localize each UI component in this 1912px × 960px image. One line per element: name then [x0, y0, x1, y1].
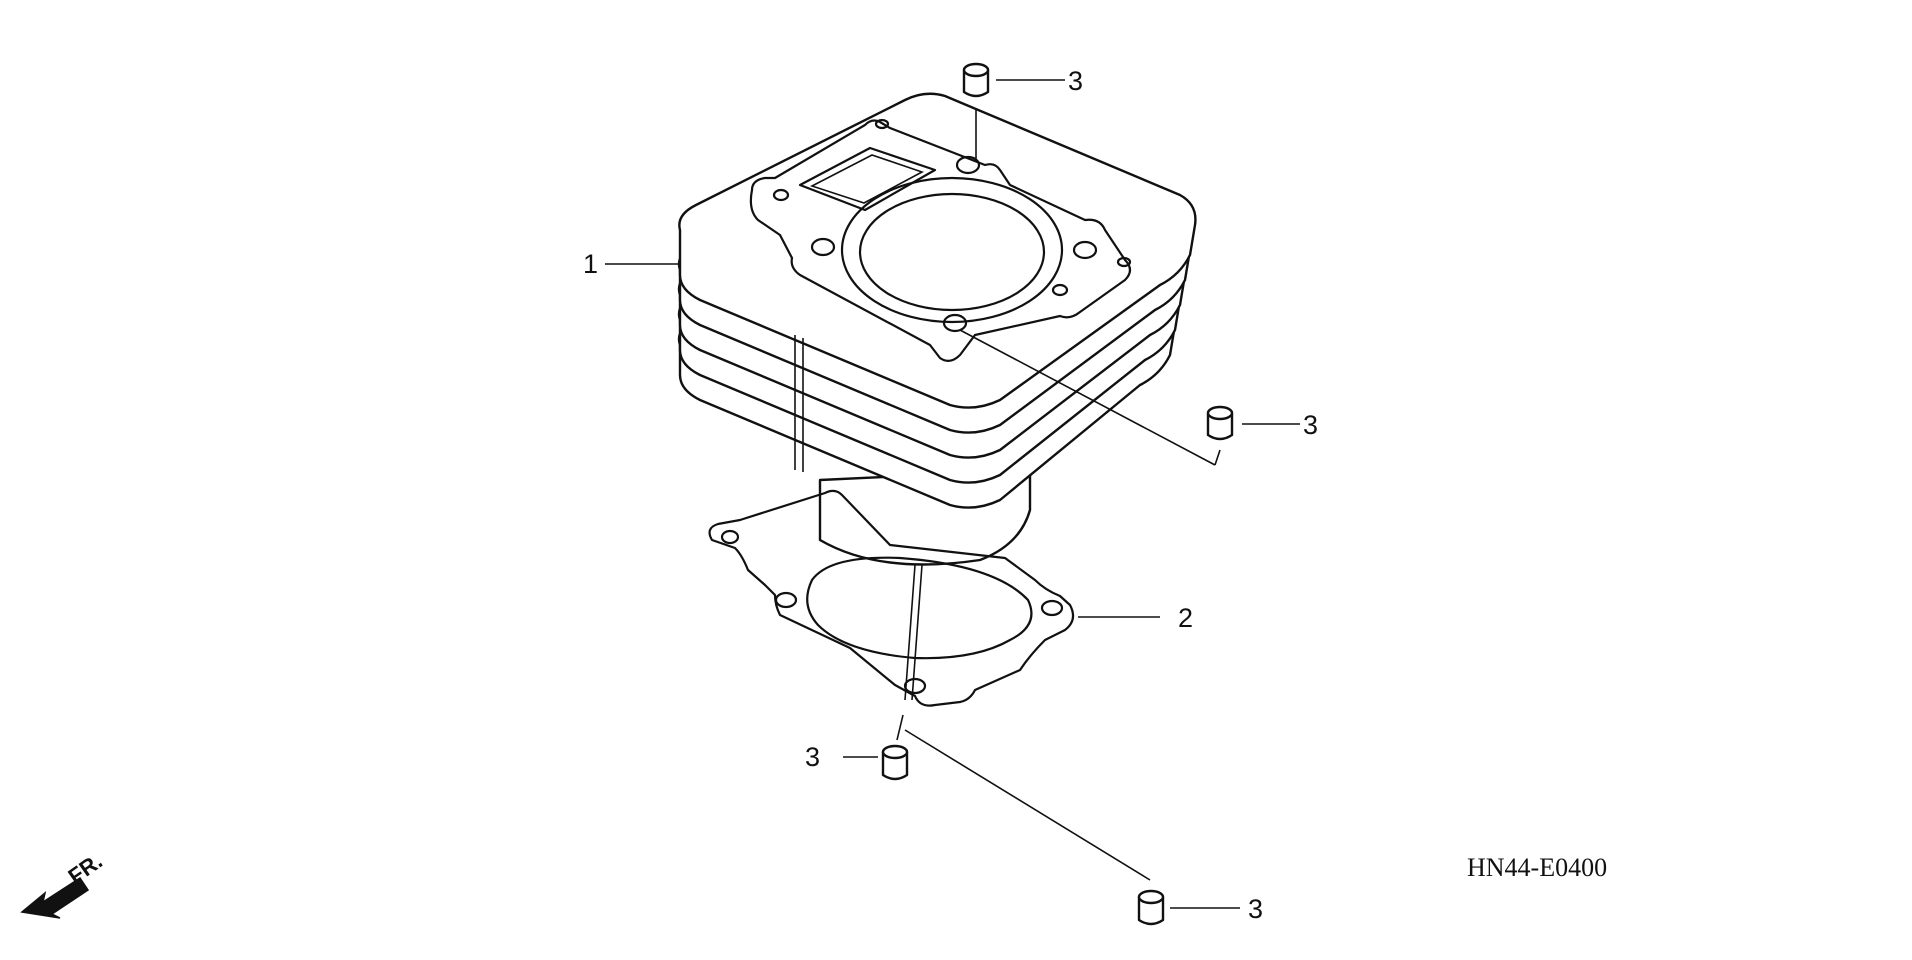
dowel-pin-top[interactable]	[962, 62, 990, 98]
bolt-hole-3	[874, 118, 890, 130]
diagram-code: HN44-E0400	[1467, 853, 1607, 882]
stud-hole-3	[1072, 240, 1098, 260]
cylinder-bore-inner	[858, 192, 1046, 312]
base-gasket-outline	[708, 489, 1075, 707]
callout-leaders	[605, 79, 1300, 909]
stud-hole-1	[810, 237, 836, 257]
callout-dowel-top: 3	[1068, 66, 1083, 96]
chain-tunnel	[798, 146, 937, 212]
gasket-hole-1	[720, 529, 740, 545]
gasket-hole-4	[903, 677, 927, 695]
dowel-pin-right[interactable]	[1206, 405, 1234, 441]
front-indicator-label: FR.	[64, 848, 107, 889]
callout-cylinder: 1	[583, 249, 598, 279]
front-arrow-icon	[20, 876, 90, 919]
callout-dowel-right: 3	[1303, 410, 1318, 440]
dowel-pin-left[interactable]	[881, 744, 909, 781]
bolt-hole-1	[772, 188, 790, 202]
cylinder-part[interactable]	[677, 92, 1197, 566]
callout-gasket: 2	[1178, 603, 1193, 633]
head-gasket-outline	[749, 119, 1132, 362]
gasket-hole-3	[1040, 599, 1064, 617]
base-gasket-part[interactable]	[708, 489, 1075, 707]
stud-hole-4	[942, 313, 968, 333]
assembly-lines	[896, 110, 1221, 881]
stud-hole-2	[955, 155, 981, 175]
bolt-hole-2	[1051, 283, 1069, 297]
base-gasket-bore	[806, 556, 1033, 660]
chain-tunnel-inner	[809, 154, 925, 204]
callout-dowel-bottom: 3	[1248, 894, 1263, 924]
gasket-hole-2	[774, 591, 798, 609]
callout-dowel-left: 3	[805, 742, 820, 772]
dowel-pin-bottom[interactable]	[1137, 889, 1165, 926]
cylinder-bore-outer	[840, 176, 1064, 324]
cylinder-top-deck	[678, 92, 1197, 409]
bolt-hole-4	[1116, 256, 1132, 268]
